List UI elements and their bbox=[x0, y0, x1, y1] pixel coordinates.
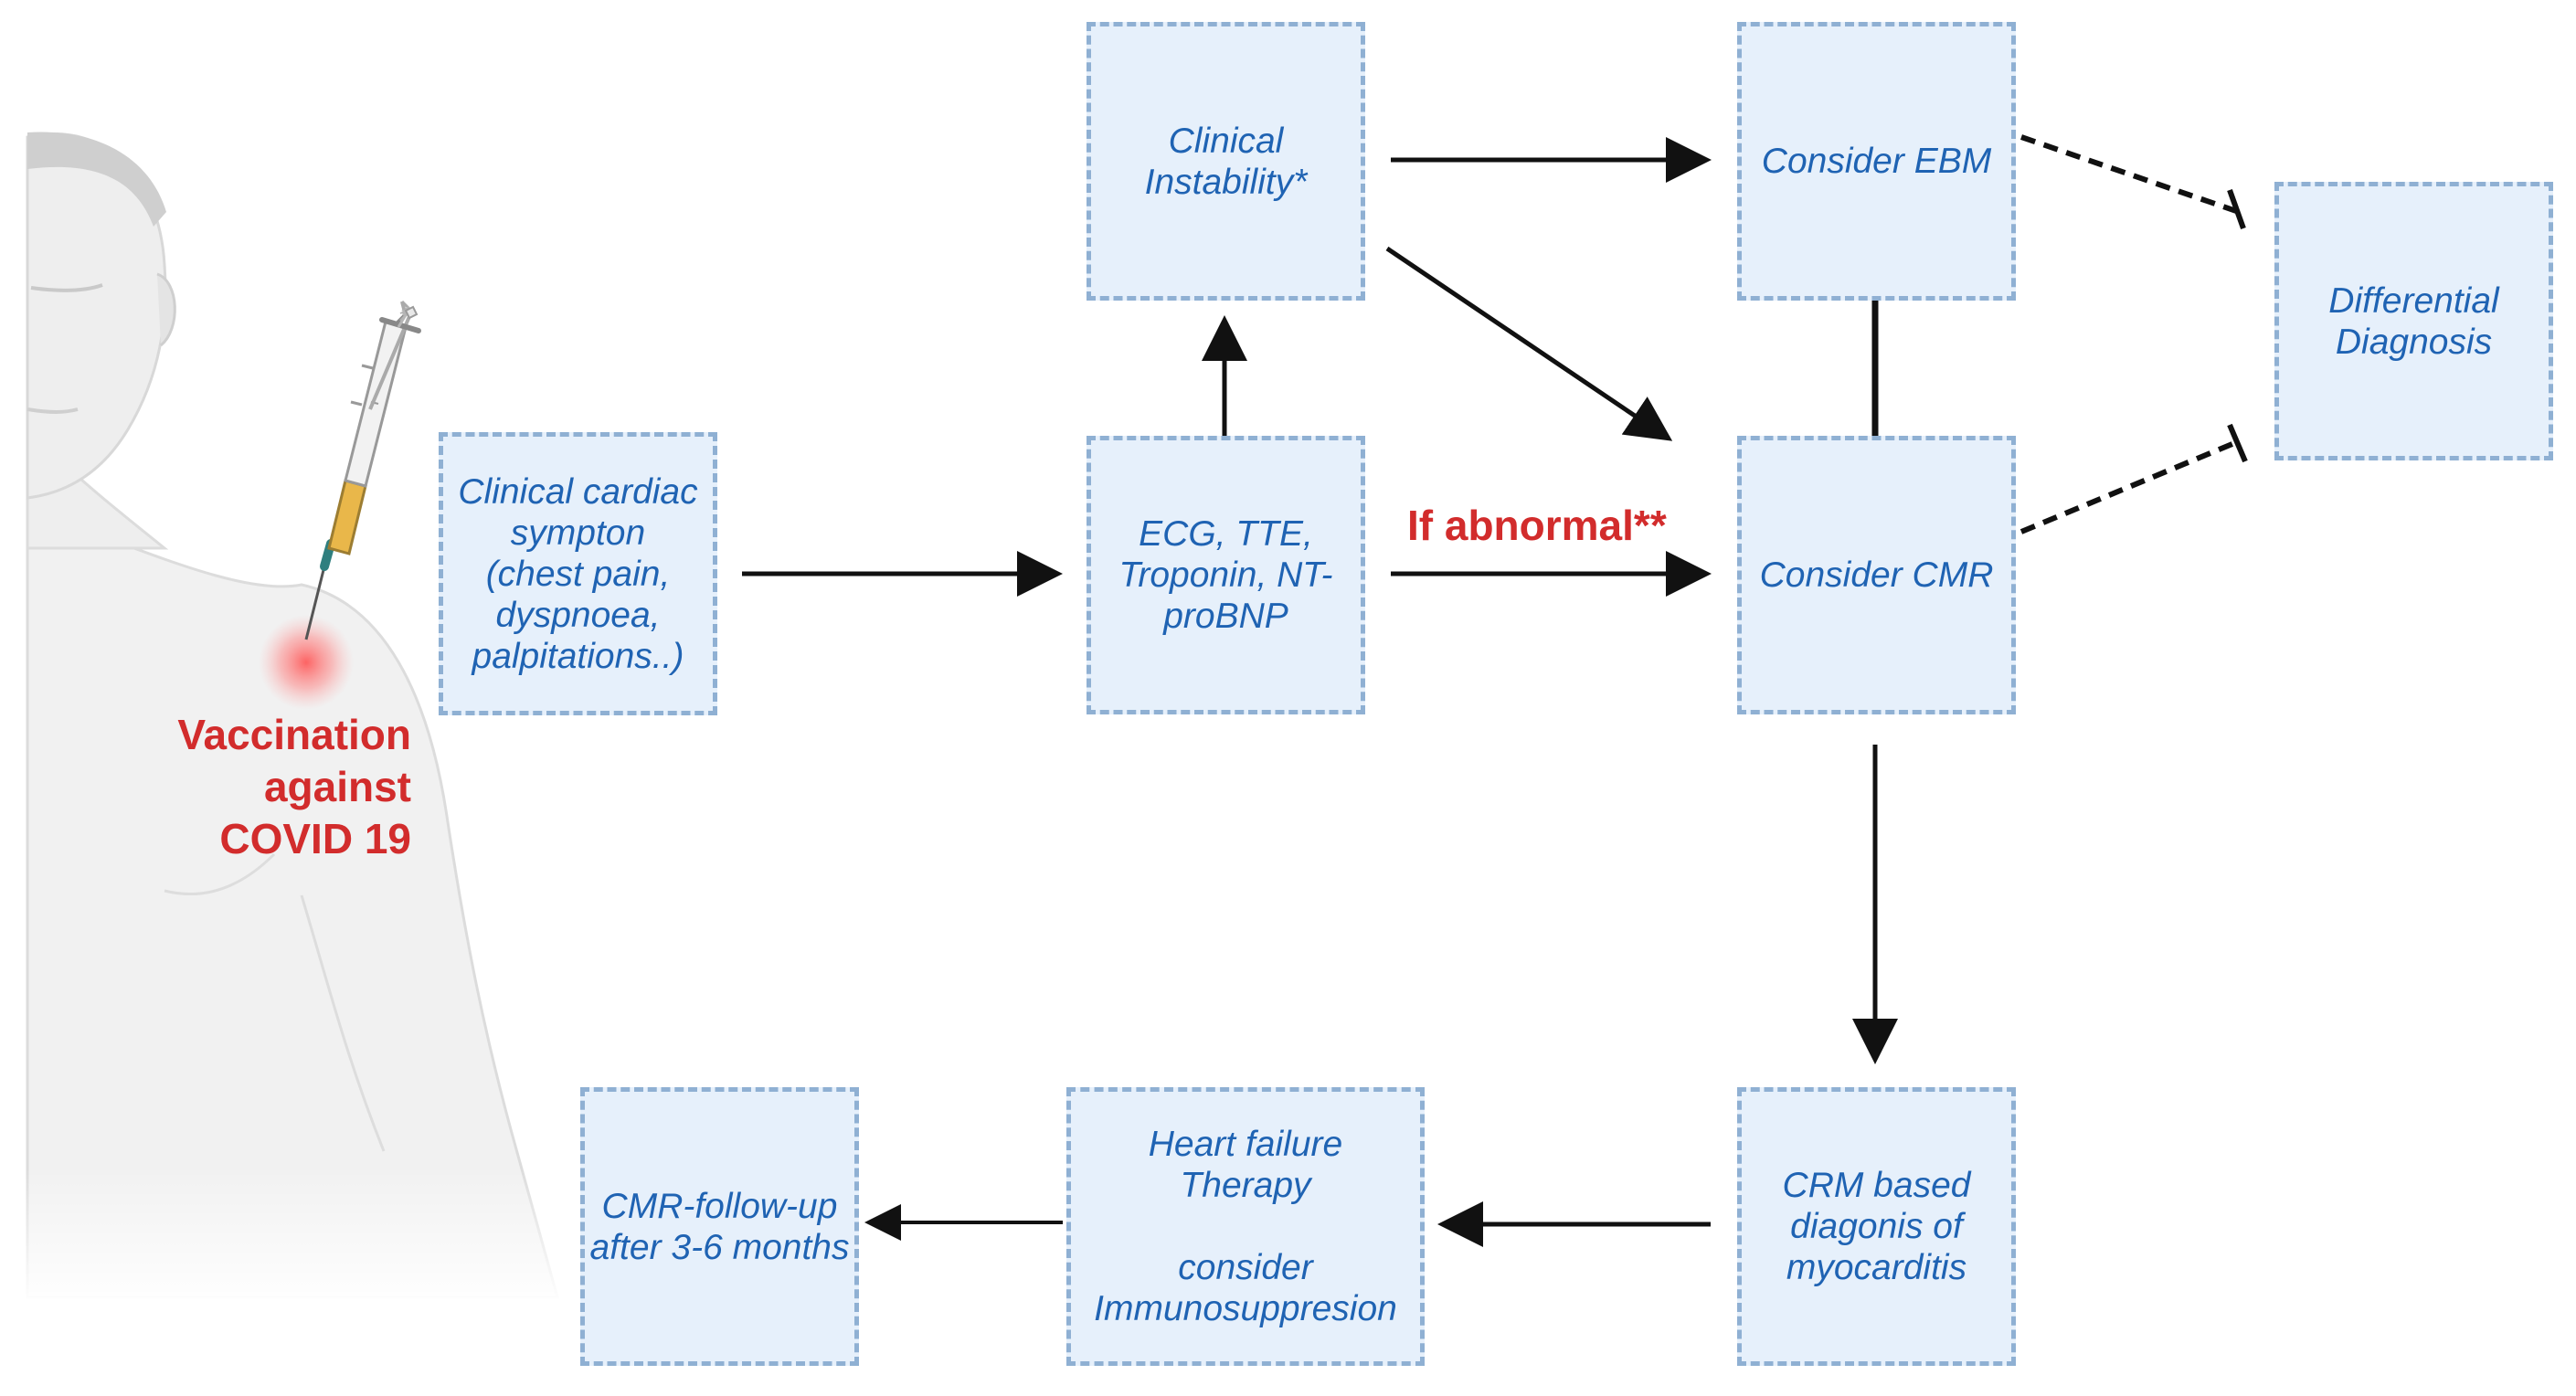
arrow-instability-to-cmr bbox=[1385, 246, 1673, 441]
person-figure bbox=[18, 132, 585, 1306]
inhibit-cmr-to-differential bbox=[2019, 423, 2248, 534]
box-cmr-followup: CMR-follow-up after 3-6 months bbox=[580, 1087, 859, 1366]
vaccination-label: Vaccination against COVID 19 bbox=[177, 711, 411, 862]
if-abnormal-label: If abnormal** bbox=[1407, 502, 1667, 549]
box-heart-failure-therapy: Heart failure Therapy consider Immunosup… bbox=[1066, 1087, 1425, 1366]
box-consider-ebm: Consider EBM bbox=[1737, 22, 2016, 301]
clinical-instability-label: Clinical Instability* bbox=[1144, 121, 1308, 202]
differential-diagnosis-label: Differential Diagnosis bbox=[2328, 280, 2499, 362]
cmr-followup-label: CMR-follow-up after 3-6 months bbox=[589, 1186, 850, 1267]
clinical-symptom-label: Clinical cardiac sympton (chest pain, dy… bbox=[458, 471, 698, 676]
box-clinical-symptom: Clinical cardiac sympton (chest pain, dy… bbox=[439, 432, 717, 715]
box-tests: ECG, TTE, Troponin, NT- proBNP bbox=[1087, 436, 1365, 714]
box-clinical-instability: Clinical Instability* bbox=[1087, 22, 1365, 301]
inhibit-ebm-to-differential bbox=[2020, 134, 2246, 230]
consider-ebm-label: Consider EBM bbox=[1761, 142, 1992, 181]
syringe-icon bbox=[304, 300, 421, 640]
box-crm-diagnosis: CRM based diagonis of myocarditis bbox=[1737, 1087, 2016, 1366]
tests-label: ECG, TTE, Troponin, NT- proBNP bbox=[1118, 514, 1333, 636]
consider-cmr-label: Consider CMR bbox=[1759, 555, 1994, 595]
injection-site-glow bbox=[259, 615, 354, 710]
heart-failure-therapy-label: Heart failure Therapy consider Immunosup… bbox=[1094, 1125, 1397, 1328]
box-differential-diagnosis: Differential Diagnosis bbox=[2274, 182, 2553, 460]
crm-diagnosis-label: CRM based diagonis of myocarditis bbox=[1782, 1166, 1971, 1287]
box-consider-cmr: Consider CMR bbox=[1737, 436, 2016, 714]
